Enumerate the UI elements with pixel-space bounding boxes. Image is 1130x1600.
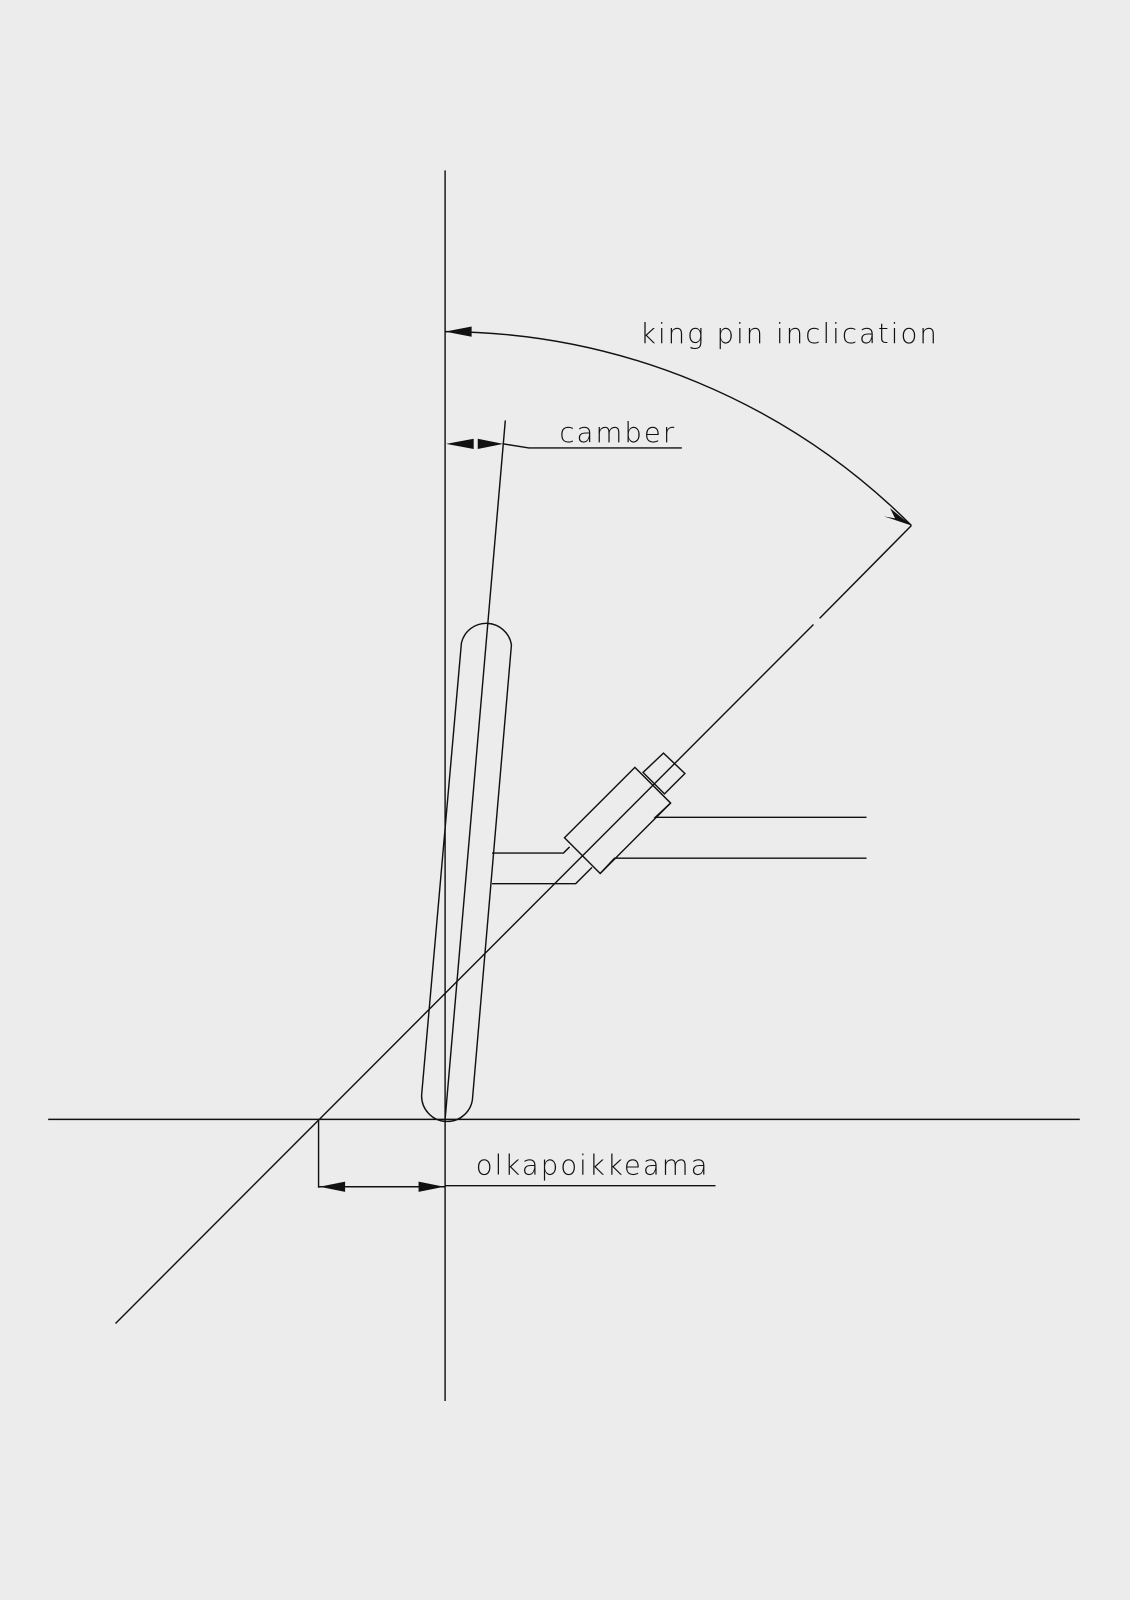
scrub-radius-label: olkapoikkeama [476, 1149, 710, 1181]
camber-label: camber [559, 417, 676, 449]
spindle-lower-edge [492, 866, 593, 885]
lower-control-arm [599, 857, 867, 874]
camber-leader-line [503, 443, 682, 449]
camber-line [444, 420, 507, 1120]
scrub-arrowhead-right [418, 1181, 445, 1192]
arc-arrowhead-start [445, 326, 472, 337]
camber-arrowhead-right [477, 438, 504, 449]
king-pin-label: king pin inclication [640, 318, 939, 350]
tire-outline [420, 622, 513, 1123]
king-pin-axis-lower [115, 623, 814, 1324]
arc-arrowhead-end [883, 508, 912, 526]
king-pin-angle-arc [445, 330, 912, 527]
upper-control-arm [653, 802, 867, 819]
scrub-arrowhead-left [319, 1181, 346, 1192]
camber-arrowhead-left [446, 438, 474, 449]
spindle-upper-edge [492, 846, 571, 854]
king-pin-axis-upper [819, 525, 912, 619]
kingpin-nut [642, 752, 686, 795]
